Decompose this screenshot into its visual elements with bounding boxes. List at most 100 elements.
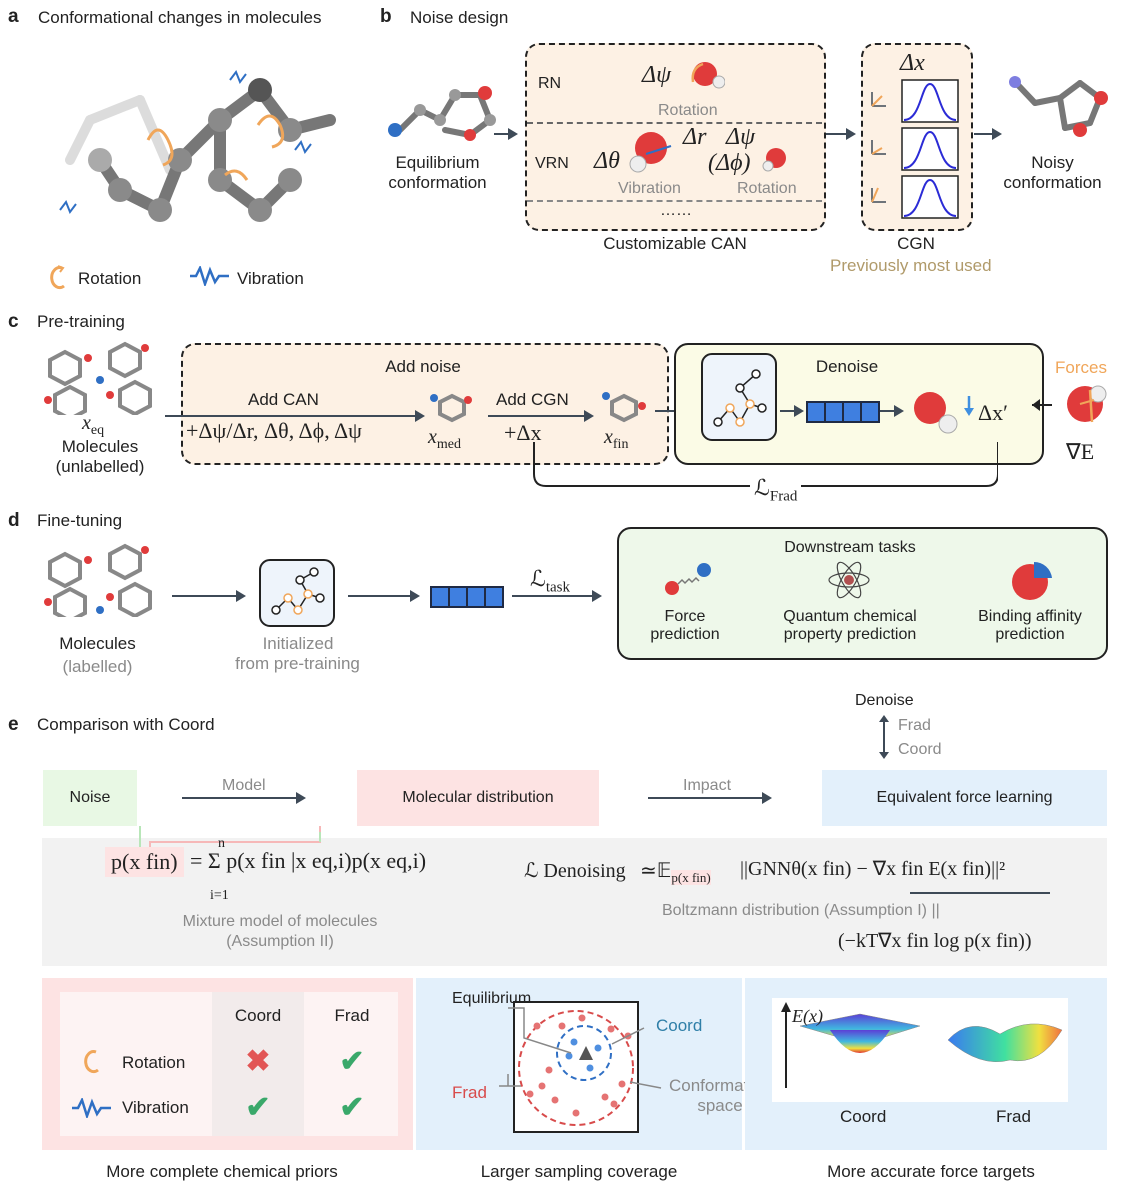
vibration-icon: [190, 266, 229, 286]
panel-b-title: Noise design: [410, 8, 509, 27]
boltzmann-label: Boltzmann distribution (Assumption I) ||: [662, 902, 940, 919]
noisy-molecule: [1009, 76, 1108, 137]
arrow-to-seq: [348, 590, 420, 602]
up-down-arrow-icon: [879, 715, 889, 759]
labelled-note: (labelled): [62, 657, 133, 676]
cgn-previous: Previously most used: [830, 256, 992, 275]
xfin-molecule: [602, 392, 646, 423]
from-pretraining-label: from pre-training: [235, 654, 360, 673]
vrn-label: VRN: [535, 155, 569, 172]
assumption2: (Assumption II): [226, 933, 334, 950]
forces-icon: [1032, 385, 1107, 423]
energy-axis-label: E(x): [792, 1006, 823, 1026]
panel-c-title: Pre-training: [37, 312, 125, 331]
vibration-row-icon: [72, 1098, 111, 1118]
can-more-dots: ……: [660, 202, 692, 219]
panel-c-label: c: [8, 311, 19, 332]
frad-vibration-check-icon: ✔: [339, 1091, 365, 1124]
panel-e-title: Comparison with Coord: [37, 715, 215, 734]
panel-e-label: e: [8, 714, 19, 735]
arrow-gnn-to-seq: [780, 405, 804, 417]
arrow-to-init: [172, 590, 246, 602]
dpsi-rn: Δψ: [642, 62, 671, 88]
panel-d-title: Fine-tuning: [37, 511, 123, 530]
table-frad-header: Frad: [334, 1006, 370, 1025]
arrow-add-can: [165, 410, 425, 422]
xmed-molecule: [430, 393, 472, 423]
coord-column: [212, 992, 304, 1136]
cgn-caption: CGN: [897, 234, 935, 253]
rn-label: RN: [538, 75, 562, 92]
gnn-network-icon: [701, 353, 777, 441]
arrow-to-noisy: [974, 128, 1002, 140]
sum-formula: = Σ p(x fin |x eq,i)p(x eq,i): [190, 848, 427, 873]
coord-circle-label: Coord: [656, 1016, 703, 1035]
vrn-rotation: Rotation: [737, 180, 797, 197]
task-quantum: Quantum chemical property prediction: [783, 608, 917, 643]
bottom-caption-force: More accurate force targets: [827, 1162, 1035, 1181]
oh-denoise-icon: [914, 392, 958, 434]
denoise-label-e: Denoise: [855, 692, 914, 709]
energy-surfaces-diagram: [772, 998, 1068, 1102]
row-rotation-label: Rotation: [122, 1053, 186, 1072]
noisy-label: Noisy conformation: [1003, 153, 1102, 192]
dr: Δr: [683, 124, 707, 150]
panel-a-label: a: [8, 6, 19, 27]
model-label: Model: [222, 777, 266, 794]
rn-rotation: Rotation: [658, 102, 718, 119]
panel-a-title: Conformational changes in molecules: [38, 8, 322, 27]
surface-frad-label: Frad: [996, 1107, 1031, 1126]
rotation-row-icon: [84, 1050, 99, 1074]
xfin: xfin: [604, 426, 629, 452]
sum-lower: i=1: [210, 888, 229, 903]
kt-term: (−kT∇x fin log p(x fin)): [838, 930, 1032, 952]
arrow-impact: [648, 792, 772, 804]
forces-label: Forces: [1055, 358, 1107, 377]
frad-circle-label: Frad: [452, 1083, 487, 1102]
add-noise-title: Add noise: [385, 357, 461, 376]
arrow-model: [182, 792, 306, 804]
rotation-icon: [50, 265, 65, 290]
can-formula: +Δψ/Δr, Δθ, Δϕ, Δψ: [186, 418, 362, 443]
arrow-add-cgn: [488, 410, 594, 422]
row-vibration-label: Vibration: [122, 1098, 189, 1117]
task-force-prediction: Force prediction: [650, 608, 720, 643]
unlabelled-note: (unlabelled): [55, 457, 145, 476]
cgn-formula: +Δx: [504, 420, 542, 445]
vrn-rotation-icon: [762, 148, 786, 172]
table-coord-header: Coord: [234, 1006, 282, 1025]
l-denoising: ℒ Denoising: [524, 860, 626, 882]
formula-band: [42, 838, 1107, 966]
arrow-seq-to-oh: [880, 405, 904, 417]
can-caption: Customizable CAN: [603, 234, 747, 253]
dpsi-vrn: Δψ: [726, 124, 755, 150]
loss-frad: ℒFrad: [750, 475, 802, 506]
add-can-label: Add CAN: [248, 390, 319, 409]
p-xfin: p(x fin): [105, 847, 184, 877]
arrow-to-can: [494, 128, 518, 140]
add-cgn-label: Add CGN: [496, 390, 569, 409]
finetune-sequence: [430, 586, 504, 608]
equilibrium-molecule: [388, 86, 496, 141]
down-arrow-icon: [964, 396, 974, 416]
xeq: xeq: [82, 412, 105, 438]
frad-rotation-check-icon: ✔: [339, 1045, 365, 1078]
initialized-label: Initialized: [262, 634, 334, 653]
force-learning-box: Equivalent force learning: [822, 770, 1107, 826]
molecule-rotation-illustration: [59, 69, 336, 222]
connector-lines: [139, 826, 321, 852]
legend-vibration: Vibration: [237, 269, 304, 288]
dx-cgn: Δx: [900, 50, 925, 76]
legend-rotation: Rotation: [78, 269, 142, 288]
embedding-sequence: [806, 401, 880, 423]
vibration-molecule-icon: [629, 132, 672, 173]
labelled-molecules: [44, 543, 152, 617]
coord-label-e: Coord: [898, 741, 942, 758]
denoise-title: Denoise: [815, 357, 879, 376]
dx-prime: Δx′: [978, 400, 1008, 425]
can-box: [525, 43, 826, 231]
mixture-label: Mixture model of molecules: [182, 913, 378, 930]
pretrained-gnn-icon: [259, 559, 335, 627]
molecular-distribution-box: Molecular distribution: [357, 770, 599, 826]
grad-e: ∇E: [1066, 439, 1095, 464]
